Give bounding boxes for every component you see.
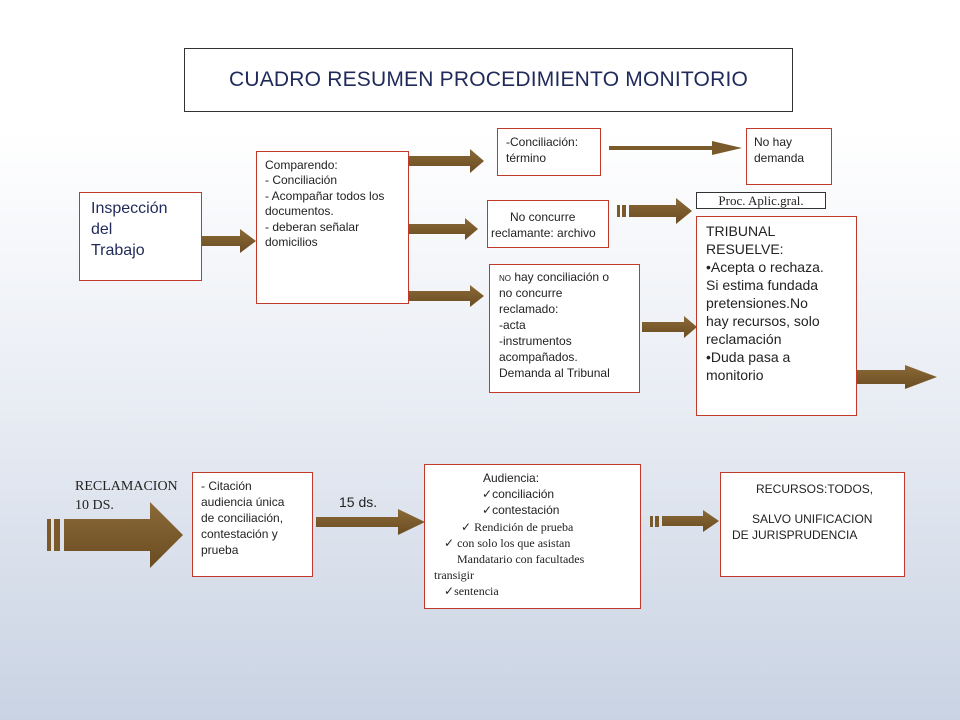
citacion-line-3: de conciliación, xyxy=(201,511,284,525)
audiencia-conciliacion: ✓conciliación xyxy=(482,487,554,501)
arrow-comparendo-conciliacion xyxy=(409,149,484,173)
audiencia-con-solo: ✓ con solo los que asistan xyxy=(444,536,570,550)
no-hay-conciliacion-line-6: acompañados. xyxy=(499,350,578,364)
recursos-line-2: SALVO UNIFICACION xyxy=(752,512,873,526)
citacion-box: - Citación audiencia única de conciliaci… xyxy=(192,472,313,577)
inspeccion-line-2: del xyxy=(91,221,113,238)
check-icon: ✓ xyxy=(482,503,493,517)
no-hay-conciliacion-line-7: Demanda al Tribunal xyxy=(499,366,610,380)
big-arrow-stripe-1 xyxy=(47,519,51,551)
check-icon: ✓ xyxy=(444,584,455,598)
recursos-line-3: DE JURISPRUDENCIA xyxy=(732,528,858,542)
tribunal-line-2: RESUELVE: xyxy=(706,241,784,257)
conciliacion-line-1: -Conciliación: xyxy=(506,135,579,149)
big-arrow-reclamacion xyxy=(64,502,183,568)
arrow-conciliacion-no-hay-demanda xyxy=(609,141,742,155)
no-hay-conciliacion-line-2: no concurre xyxy=(499,286,563,300)
conciliacion-line-2: término xyxy=(506,151,547,165)
audiencia-box: Audiencia: ✓conciliación ✓contestación ✓… xyxy=(424,464,641,609)
inspeccion-line-1: Inspección xyxy=(91,200,168,217)
audiencia-con-solo-text: con solo los que asistan xyxy=(454,536,571,550)
tribunal-line-6: hay recursos, solo xyxy=(706,313,820,329)
recursos-line-1: RECURSOS:TODOS, xyxy=(756,482,874,496)
arrow-inspeccion-comparendo xyxy=(193,229,256,253)
no-hay-conciliacion-line-4: -acta xyxy=(499,318,526,332)
arrow-no-concurre-proc xyxy=(629,198,692,224)
tribunal-line-8: •Duda pasa a xyxy=(706,349,791,365)
arrow-recursos-stripe-2 xyxy=(655,516,659,527)
audiencia-transigir: transigir xyxy=(434,568,474,582)
reclamacion-days: 10 DS. xyxy=(75,498,114,513)
comparendo-line-1: Comparendo: xyxy=(265,158,338,172)
arrow-comparendo-no-concurre xyxy=(409,218,478,240)
diagram-title-box: CUADRO RESUMEN PROCEDIMIENTO MONITORIO xyxy=(184,48,793,112)
audiencia-heading: Audiencia: xyxy=(483,471,540,485)
comparendo-line-6: domicilios xyxy=(265,235,318,249)
comparendo-line-4: documentos. xyxy=(265,204,334,218)
audiencia-rendicion: ✓ Rendición de prueba xyxy=(461,520,573,534)
audiencia-conciliacion-text: conciliación xyxy=(492,487,555,501)
no-hay-demanda-line-2: demanda xyxy=(754,151,805,165)
arrow-stripe-2 xyxy=(622,205,626,217)
no-hay-conciliacion-line-3: reclamado: xyxy=(499,302,559,316)
audiencia-contestacion: ✓contestación xyxy=(482,503,559,517)
arrow-comparendo-no-hay-conciliacion xyxy=(409,285,484,307)
audiencia-rendicion-text: Rendición de prueba xyxy=(471,520,574,534)
tribunal-line-3: •Acepta o rechaza. xyxy=(706,259,824,275)
arrow-citacion-audiencia xyxy=(316,509,425,535)
no-hay-conciliacion-box: NO hay conciliación o no concurre reclam… xyxy=(489,264,640,393)
arrow-stripe-1 xyxy=(617,205,620,217)
comparendo-line-5: - deberan señalar xyxy=(265,220,360,234)
citacion-line-4: contestación y xyxy=(201,527,278,541)
no-hay-demanda-line-1: No hay xyxy=(754,135,793,149)
no-concurre-line-2: reclamante: archivo xyxy=(491,226,596,240)
audiencia-contestacion-text: contestación xyxy=(492,503,560,517)
proc-aplic-label: Proc. Aplic.gral. xyxy=(696,192,826,209)
tribunal-line-7: reclamación xyxy=(706,331,782,347)
citacion-line-5: prueba xyxy=(201,543,239,557)
tribunal-line-1: TRIBUNAL xyxy=(706,223,776,239)
no-concurre-box: No concurre reclamante: archivo xyxy=(487,200,609,248)
citacion-line-1: - Citación xyxy=(201,479,252,493)
audiencia-sentencia-text: sentencia xyxy=(454,584,499,598)
diagram-title: CUADRO RESUMEN PROCEDIMIENTO MONITORIO xyxy=(228,68,749,91)
check-icon: ✓ xyxy=(461,520,472,534)
recursos-box: RECURSOS:TODOS, SALVO UNIFICACION DE JUR… xyxy=(720,472,905,577)
quince-ds-label: 15 ds. xyxy=(339,494,378,510)
no-hay-conciliacion-line-5: -instrumentos xyxy=(499,334,572,348)
inspeccion-box: Inspección del Trabajo xyxy=(79,192,202,281)
tribunal-line-9: monitorio xyxy=(706,367,764,383)
arrow-recursos-stripe-1 xyxy=(650,516,653,527)
reclamacion-label: RECLAMACION xyxy=(75,479,178,494)
check-icon: ✓ xyxy=(482,487,493,501)
comparendo-line-3: - Acompañar todos los xyxy=(265,189,385,203)
no-hay-demanda-box: No hay demanda xyxy=(746,128,832,185)
first-line-rest: hay conciliación o xyxy=(511,270,610,284)
no-hay-conciliacion-line-1: NO hay conciliación o xyxy=(499,270,609,284)
comparendo-box: Comparendo: - Conciliación - Acompañar t… xyxy=(256,151,409,304)
no-concurre-line-1: No concurre xyxy=(510,210,576,224)
comparendo-line-2: - Conciliación xyxy=(265,173,338,187)
big-arrow-stripe-2 xyxy=(54,519,60,551)
arrow-audiencia-recursos xyxy=(662,510,719,532)
citacion-line-2: audiencia única xyxy=(201,495,285,509)
tribunal-line-4: Si estima fundada xyxy=(706,277,819,293)
no-prefix: NO xyxy=(499,274,511,283)
conciliacion-box: -Conciliación: término xyxy=(497,128,601,176)
audiencia-mandatario: Mandatario con facultades xyxy=(457,552,585,566)
tribunal-box: TRIBUNAL RESUELVE: •Acepta o rechaza. Si… xyxy=(696,216,857,416)
arrow-no-hay-conciliacion-tribunal xyxy=(642,316,697,338)
check-icon: ✓ xyxy=(444,536,455,550)
tribunal-line-5: pretensiones.No xyxy=(706,295,808,311)
audiencia-sentencia: ✓sentencia xyxy=(444,584,499,598)
inspeccion-line-3: Trabajo xyxy=(91,242,145,259)
